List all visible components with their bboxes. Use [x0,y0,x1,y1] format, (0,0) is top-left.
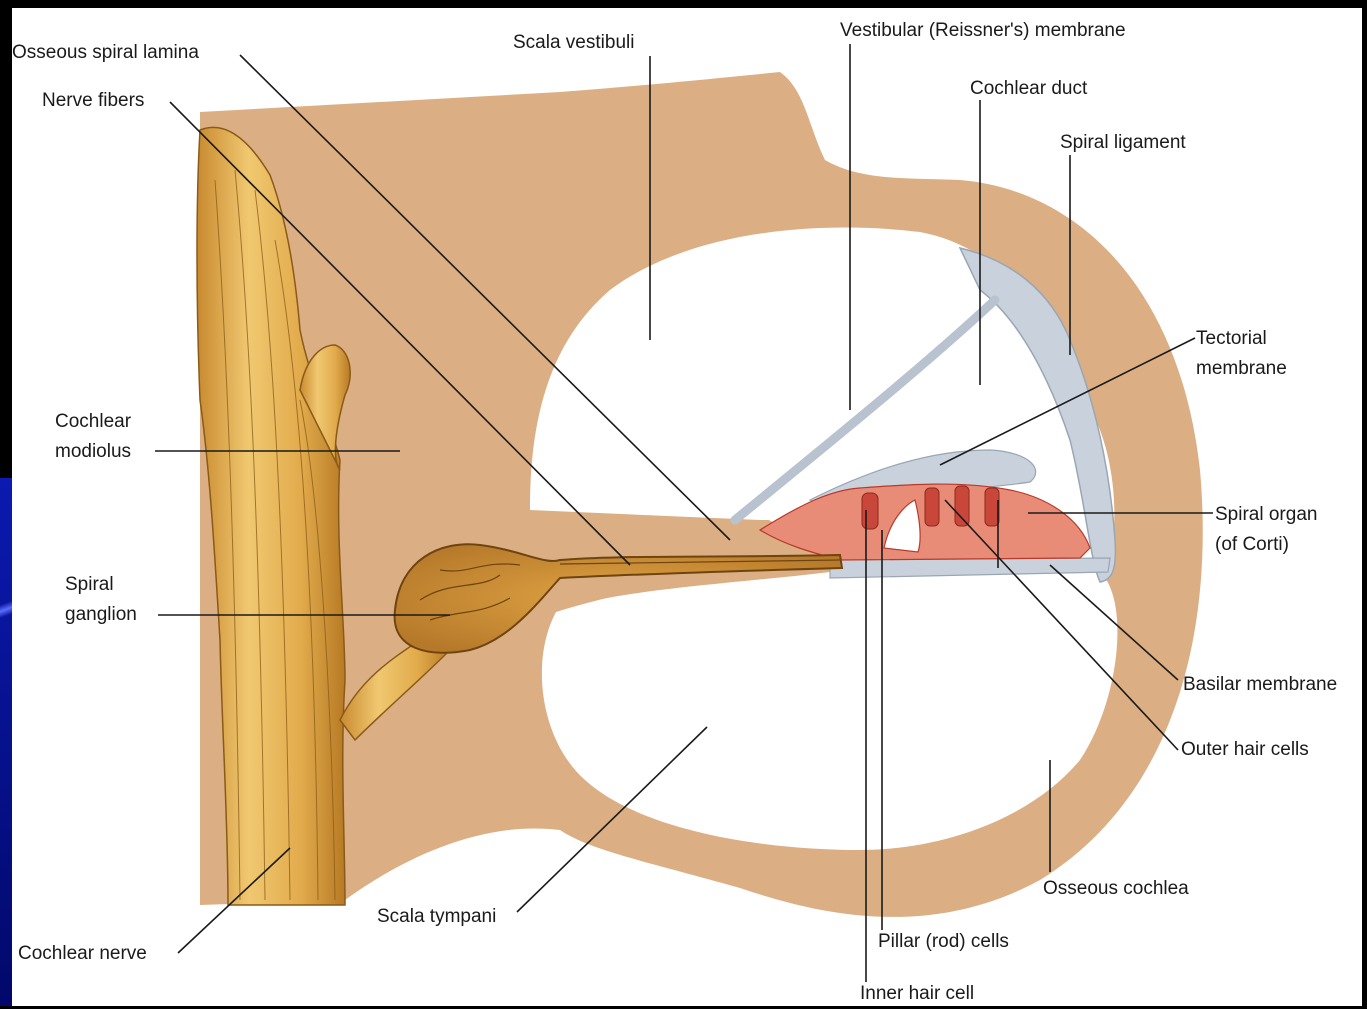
label-cochlear-duct: Cochlear duct [970,74,1087,104]
label-inner-hair-cell: Inner hair cell [860,979,974,1009]
label-cochlear-modiolus-line2: modiolus [55,437,131,467]
label-vestibular-membrane: Vestibular (Reissner's) membrane [840,16,1126,46]
label-tectorial-membrane-line2: membrane [1196,354,1287,384]
inner-hair-cell-shape [862,493,878,529]
label-pillar-cells: Pillar (rod) cells [878,927,1009,957]
label-spiral-ganglion-line2: ganglion [65,600,137,630]
label-spiral-organ-line1: Spiral organ [1215,500,1317,530]
label-spiral-ganglion-line1: Spiral [65,570,114,600]
osseous-bone [200,72,1203,917]
label-cochlear-modiolus-line1: Cochlear [55,407,131,437]
label-spiral-ligament: Spiral ligament [1060,128,1186,158]
outer-hair-cell-2 [955,486,969,526]
label-basilar-membrane: Basilar membrane [1183,670,1337,700]
label-cochlear-nerve: Cochlear nerve [18,939,147,969]
outer-hair-cell-1 [925,488,939,526]
label-spiral-organ-line2: (of Corti) [1215,530,1289,560]
outer-hair-cell-3 [985,488,999,526]
label-tectorial-membrane-line1: Tectorial [1196,324,1267,354]
label-scala-tympani: Scala tympani [377,902,496,932]
outer-hair-cells [925,486,999,526]
label-scala-vestibuli: Scala vestibuli [513,28,634,58]
label-outer-hair-cells: Outer hair cells [1181,735,1309,765]
label-nerve-fibers: Nerve fibers [42,86,144,116]
label-osseous-cochlea: Osseous cochlea [1043,874,1189,904]
label-osseous-spiral-lamina: Osseous spiral lamina [12,38,199,68]
